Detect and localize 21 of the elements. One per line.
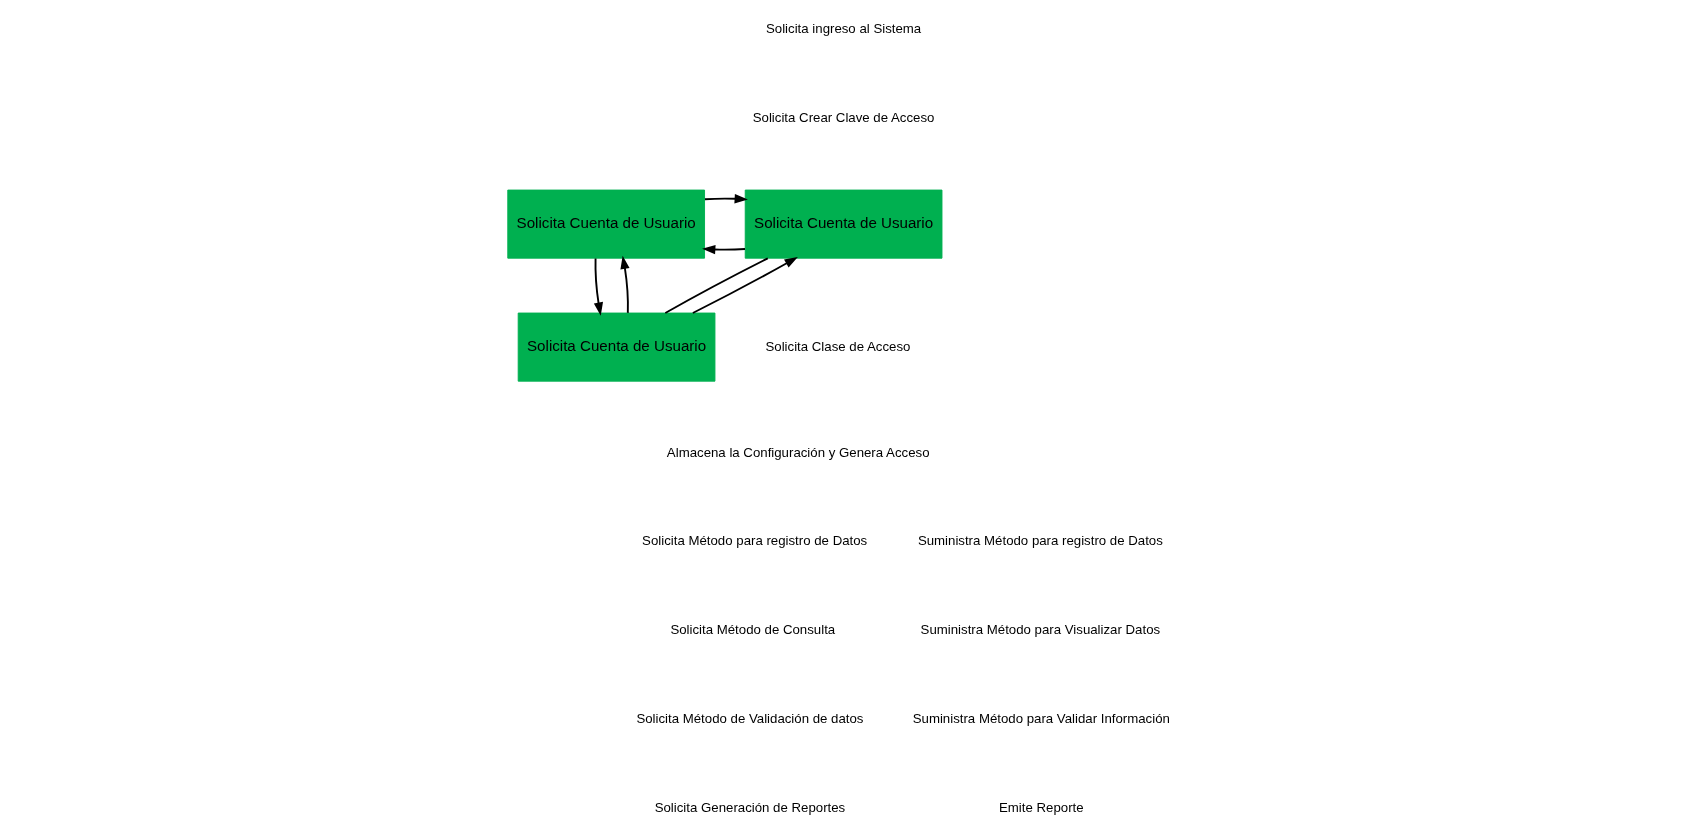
- label: Solicita Generación de Reportes: [654, 800, 846, 816]
- node-box: Solicita Cuenta de Usuario: [517, 312, 716, 382]
- arrow: [704, 194, 748, 204]
- arrow: [702, 244, 746, 255]
- label: Solicita Crear Clave de Acceso: [752, 109, 935, 125]
- arrow: [620, 255, 630, 314]
- label: Almacena la Configuración y Genera Acceso: [666, 444, 930, 460]
- node-box: Solicita Cuenta de Usuario: [744, 189, 943, 259]
- label: Solicita Método de Validación de datos: [636, 711, 864, 727]
- connector: [664, 257, 769, 314]
- label: Suministra Método para Validar Información: [912, 711, 1170, 727]
- arrow: [593, 257, 603, 316]
- label: Emite Reporte: [999, 800, 1084, 816]
- label: Suministra Método para Visualizar Datos: [920, 622, 1161, 638]
- label: Solicita Clase de Acceso: [765, 338, 911, 354]
- label: Solicita Método de Consulta: [670, 622, 836, 638]
- node-box: Solicita Cuenta de Usuario: [507, 189, 705, 259]
- label: Suministra Método para registro de Datos: [917, 533, 1163, 549]
- arrow: [691, 256, 798, 314]
- label: Solicita Método para registro de Datos: [642, 533, 868, 549]
- label: Solicita ingreso al Sistema: [765, 20, 922, 36]
